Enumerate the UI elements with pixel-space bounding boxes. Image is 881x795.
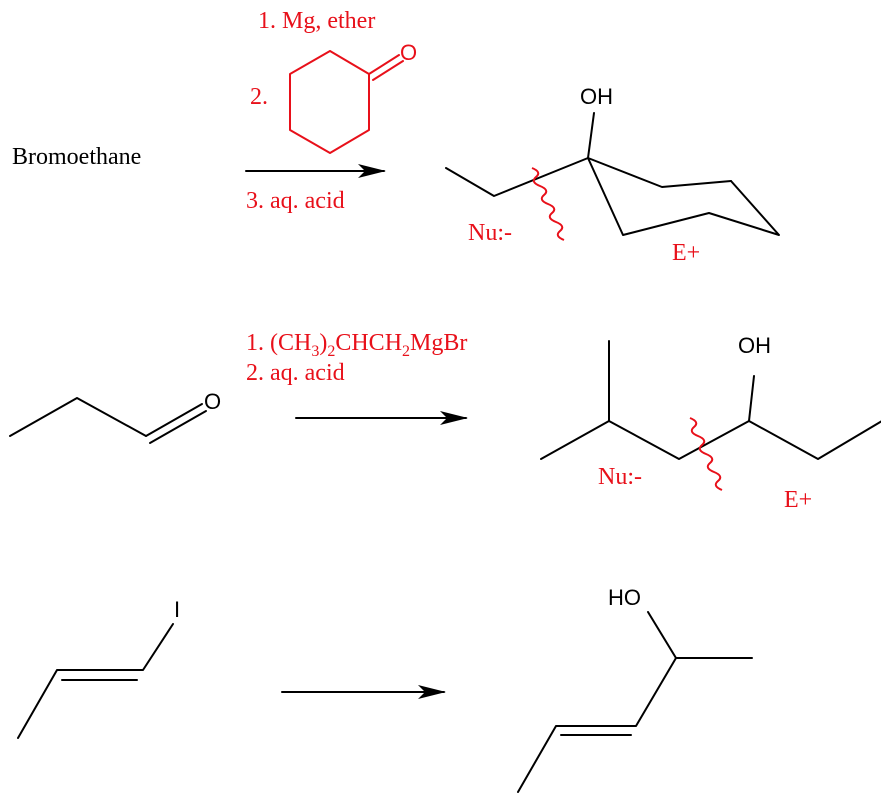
reagent-step-3: 3. aq. acid: [246, 188, 345, 214]
cyclohexanone-oxygen-atom: O: [400, 40, 417, 65]
iodine-atom-label: I: [174, 597, 180, 622]
reagent-2-step-1: 1. (CH3)2CHCH2MgBr: [246, 330, 467, 360]
product-1-ethylcyclohexanol: OH Nu:- E+: [445, 84, 780, 266]
reagent-2-step-2: 2. aq. acid: [246, 360, 345, 386]
electrophile-label-1: E+: [672, 240, 700, 266]
reaction-1: Bromoethane 1. Mg, ether 2. O 3. aq. aci…: [12, 8, 780, 266]
nucleophile-label-1: Nu:-: [468, 220, 512, 246]
reaction-2: O 1. (CH3)2CHCH2MgBr 2. aq. acid OH Nu:-…: [9, 330, 881, 513]
product-pent-3-en-2-ol: HO: [517, 585, 753, 793]
product-5-methylhexan-3-ol: OH Nu:- E+: [540, 333, 881, 513]
product-3-hydroxyl-label: HO: [608, 585, 641, 610]
reagent-step-1: 1. Mg, ether: [258, 8, 375, 34]
reactant-name-bromoethane: Bromoethane: [12, 144, 141, 170]
cyclohexanone-reagent: O: [289, 40, 417, 154]
reaction-3: I HO: [17, 585, 753, 793]
bond-cleavage-wavy-1: [531, 167, 565, 241]
reagent-step-2: 2.: [250, 84, 268, 110]
propanal-oxygen-atom: O: [204, 389, 221, 414]
electrophile-label-2: E+: [784, 487, 812, 513]
nucleophile-label-2: Nu:-: [598, 464, 642, 490]
product-1-hydroxyl-label: OH: [580, 84, 613, 109]
product-2-hydroxyl-label: OH: [738, 333, 771, 358]
iodopropene-reactant: I: [17, 597, 180, 739]
propanal-reactant: O: [9, 389, 221, 444]
bond-cleavage-wavy-2: [689, 417, 723, 491]
